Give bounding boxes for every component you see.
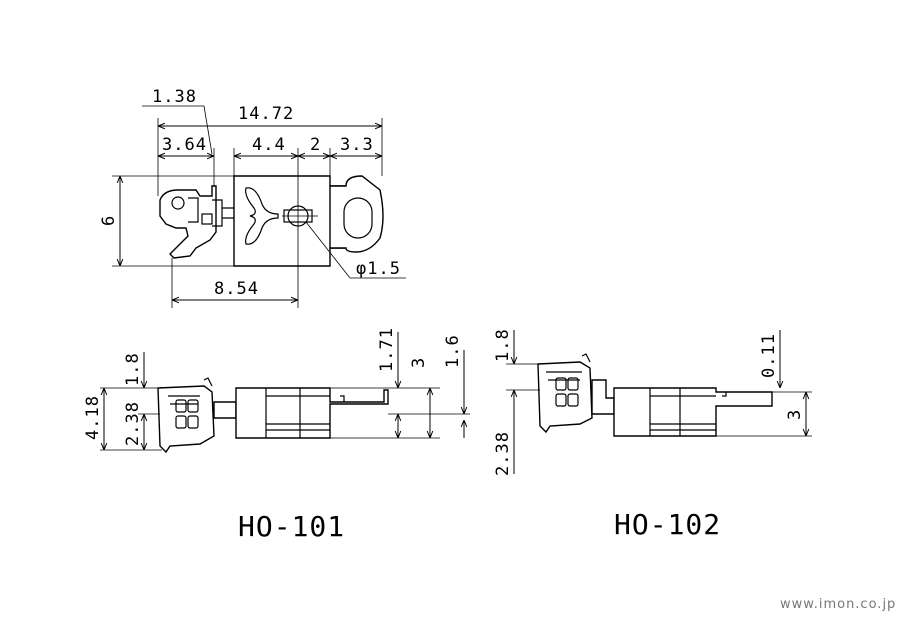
dim-pin-distance: 8.54	[214, 279, 259, 299]
dim-tab-length: 3.3	[340, 135, 374, 155]
coupler-102-outline	[537, 353, 773, 437]
dim-width: 6	[99, 215, 119, 226]
dim-101-r2: 3	[409, 357, 429, 368]
dim-102-r1: 0.11	[759, 333, 779, 378]
dim-101-r1: 1.71	[377, 327, 397, 372]
dim-102-top: 1.8	[493, 328, 513, 362]
side-view-ho-101: 4.18 1.8 2.38 1.71 3 1.6 HO-101	[83, 327, 470, 543]
dim-head-length: 3.64	[162, 135, 207, 155]
dim-102-lower: 2.38	[493, 431, 513, 476]
coupler-top-outline	[159, 175, 384, 267]
dim-hole-diameter: φ1.5	[356, 259, 401, 279]
dim-101-r3: 1.6	[443, 334, 463, 368]
dim-101-top: 1.8	[123, 352, 143, 386]
model-label-ho-101: HO-101	[238, 510, 345, 543]
watermark: www.imon.co.jp	[780, 597, 896, 612]
dim-101-height: 4.18	[83, 395, 103, 440]
dim-total-length: 14.72	[238, 104, 294, 124]
coupler-101-outline	[157, 377, 389, 454]
dim-pin-offset: 2	[310, 135, 321, 155]
dim-102-r2: 3	[785, 409, 805, 420]
model-label-ho-102: HO-102	[614, 508, 721, 541]
dim-101-lower: 2.38	[123, 401, 143, 446]
dim-body-length: 4.4	[252, 135, 286, 155]
dim-jaw-offset: 1.38	[152, 87, 197, 107]
side-view-ho-102: 1.8 2.38 0.11 3 HO-102	[493, 328, 812, 541]
top-view: 14.72 1.38 3.64 4.4 2 3.3 6 8.54 φ1.5	[99, 87, 406, 308]
